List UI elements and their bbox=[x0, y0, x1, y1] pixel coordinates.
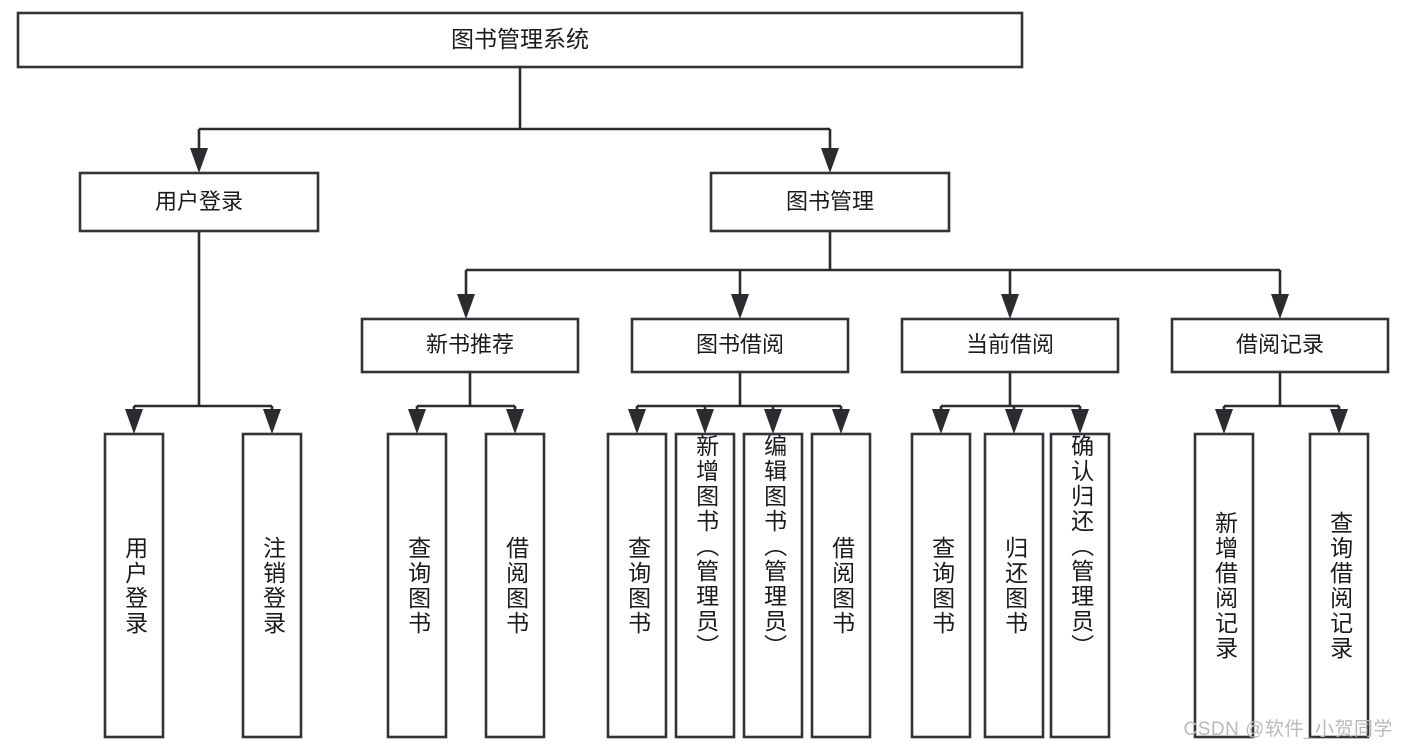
arrow-head-new-book-recommend bbox=[457, 294, 475, 319]
node-current-borrow[interactable]: 当前借阅 bbox=[900, 317, 1120, 374]
arrow-head-current-borrow bbox=[1001, 294, 1019, 319]
node-root[interactable]: 图书管理系统 bbox=[16, 11, 1024, 69]
leaf-box-edit-book-admin[interactable] bbox=[742, 432, 804, 739]
node-new-book-recommend-label: 新书推荐 bbox=[426, 332, 514, 357]
arrow-head-leaf-borrow-book-recommend bbox=[506, 409, 524, 434]
node-book-borrow-label: 图书借阅 bbox=[696, 332, 784, 357]
node-book-management-label: 图书管理 bbox=[786, 189, 874, 214]
leaf-box-confirm-return-admin[interactable] bbox=[1049, 432, 1111, 739]
leaf-box-logout[interactable] bbox=[241, 432, 303, 739]
arrow-head-leaf-return-book bbox=[1005, 409, 1023, 434]
node-user-login[interactable]: 用户登录 bbox=[78, 171, 320, 233]
node-book-borrow[interactable]: 图书借阅 bbox=[630, 317, 850, 374]
arrow-head-leaf-add-borrow-record bbox=[1215, 409, 1233, 434]
watermark-text: CSDN @软件_小贺同学 bbox=[1183, 719, 1393, 740]
leaf-box-query-borrow-record[interactable] bbox=[1308, 432, 1370, 739]
arrow-head-leaf-logout bbox=[263, 409, 281, 434]
leaf-node-layer bbox=[103, 432, 1370, 739]
node-layer: 图书管理系统 用户登录 图书管理 新书推荐 图书借阅 当前 bbox=[16, 11, 1390, 739]
node-current-borrow-label: 当前借阅 bbox=[966, 332, 1054, 357]
leaf-box-user-login[interactable] bbox=[103, 432, 165, 739]
leaf-box-borrow-book[interactable] bbox=[810, 432, 872, 739]
node-current-borrow-box[interactable] bbox=[900, 317, 1120, 374]
leaf-box-query-book-borrow[interactable] bbox=[606, 432, 668, 739]
arrow-head-leaf-edit-book-admin bbox=[764, 409, 782, 434]
arrow-head-leaf-user-login bbox=[125, 409, 143, 434]
node-book-management[interactable]: 图书管理 bbox=[709, 171, 951, 233]
connector-layer bbox=[125, 67, 1348, 434]
node-root-box[interactable] bbox=[16, 11, 1024, 69]
arrow-head-book-management bbox=[821, 148, 839, 173]
leaf-box-add-borrow-record[interactable] bbox=[1193, 432, 1255, 739]
arrow-head-leaf-add-book-admin bbox=[696, 409, 714, 434]
arrow-head-leaf-query-borrow-record bbox=[1330, 409, 1348, 434]
arrow-head-leaf-query-book-recommend bbox=[408, 409, 426, 434]
node-book-management-box[interactable] bbox=[709, 171, 951, 233]
arrow-head-user-login bbox=[190, 148, 208, 173]
leaf-box-add-book-admin[interactable] bbox=[674, 432, 736, 739]
node-borrow-records[interactable]: 借阅记录 bbox=[1170, 317, 1390, 374]
arrow-head-book-borrow bbox=[731, 294, 749, 319]
arrow-head-leaf-borrow-book bbox=[832, 409, 850, 434]
node-new-book-recommend[interactable]: 新书推荐 bbox=[360, 317, 580, 374]
node-borrow-records-label: 借阅记录 bbox=[1236, 332, 1324, 357]
arrow-head-leaf-query-book-current bbox=[932, 409, 950, 434]
leaf-box-query-book-recommend[interactable] bbox=[386, 432, 448, 739]
node-book-borrow-box[interactable] bbox=[630, 317, 850, 374]
node-user-login-label: 用户登录 bbox=[155, 189, 243, 214]
leaf-box-query-book-current[interactable] bbox=[910, 432, 972, 739]
arrow-head-leaf-confirm-return-admin bbox=[1071, 409, 1089, 434]
arrow-head-borrow-records bbox=[1271, 294, 1289, 319]
node-borrow-records-box[interactable] bbox=[1170, 317, 1390, 374]
leaf-box-return-book[interactable] bbox=[983, 432, 1045, 739]
node-new-book-recommend-box[interactable] bbox=[360, 317, 580, 374]
arrow-head-leaf-query-book-borrow bbox=[628, 409, 646, 434]
node-root-label: 图书管理系统 bbox=[451, 26, 589, 52]
leaf-box-borrow-book-recommend[interactable] bbox=[484, 432, 546, 739]
node-user-login-box[interactable] bbox=[78, 171, 320, 233]
